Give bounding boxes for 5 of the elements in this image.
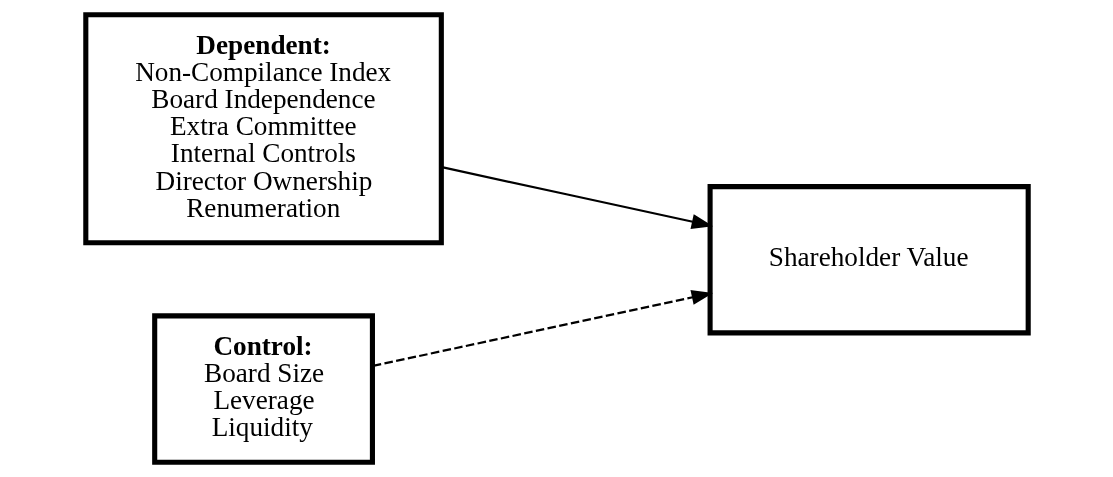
node-box: Shareholder Value (707, 184, 1031, 336)
node-box: Control: Board Size Leverage Liquidity (151, 313, 375, 465)
arrow (372, 290, 713, 367)
arrow (441, 166, 713, 229)
node-box: Dependent: Non-Compilance Index Board Independence Extra Committee Internal Controls Director Ownership Renumeration (82, 12, 444, 246)
